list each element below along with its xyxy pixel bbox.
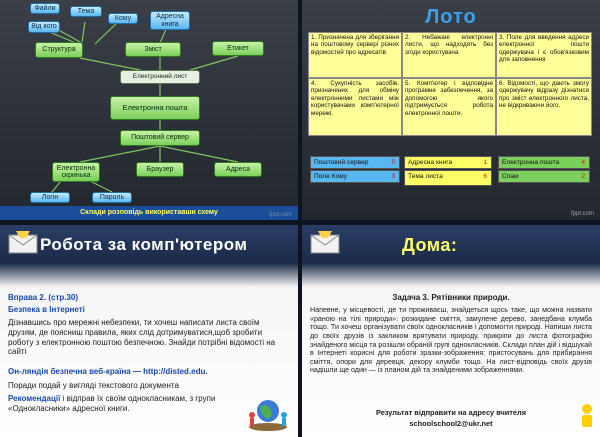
node-to: Кому: [108, 13, 138, 24]
slide-email-diagram[interactable]: Файли Тема Кому Адресна книга Від кого С…: [0, 0, 298, 220]
slide2-footer: fppt.com: [570, 211, 594, 217]
node-browser: Браузер: [136, 162, 184, 177]
slide-loto[interactable]: Лото 1. Призначена для зберігання на пош…: [302, 0, 600, 220]
slide1-footer: fppt.com: [268, 212, 292, 218]
teacher-email[interactable]: schoolschool2@ukr.net: [409, 419, 493, 428]
loto-cell-2: 2. Небажані електронні листи, що надходя…: [402, 32, 496, 78]
envelope-icon: [310, 231, 340, 254]
advice-text: Поради подай у вигляді текстового докуме…: [8, 381, 179, 390]
yellow-figure-icon: [582, 404, 592, 427]
envelope-icon: [8, 231, 38, 254]
node-email: Електронна пошта: [110, 96, 200, 120]
node-content: Зміст: [125, 42, 181, 57]
node-files: Файли: [30, 3, 60, 14]
recommendation-text: і відправ їх своїм однокласникам, з груп…: [8, 394, 216, 413]
node-structure: Структура: [35, 42, 83, 58]
node-email-letter: Електронний лист: [120, 70, 200, 84]
task-body: Напевне, у місцевості, де ти проживаєш, …: [310, 306, 592, 375]
exercise-label: Вправа 2. (стр.30): [8, 293, 79, 302]
task-title: Задача 3. Рятівники природи.: [392, 293, 510, 302]
slide3-title: Робота за комп'ютером: [40, 235, 248, 254]
recommendation: Рекомендації і відправ їх своїм одноклас…: [8, 394, 238, 414]
node-from: Від кого: [28, 21, 60, 33]
node-mail-server: Поштовий сервер: [120, 130, 200, 146]
node-password: Пароль: [92, 192, 132, 203]
exercise-body: Дізнавшись про мережні небезпеки, ти хоч…: [8, 318, 276, 357]
node-subject: Тема: [70, 6, 102, 17]
node-address: Адреса: [214, 162, 262, 177]
exercise-subtitle: Безпека в Інтернеті: [8, 305, 85, 314]
recommendation-label: Рекомендації: [8, 394, 61, 403]
slide-computer-work[interactable]: Робота за комп'ютером Вправа 2. (стр.30)…: [0, 225, 298, 437]
loto-cell-4: 4. Сукупність засобів, призначених для о…: [308, 78, 402, 136]
loto-cell-1: 1. Призначена для зберігання на поштовом…: [308, 32, 402, 78]
diagram-caption: Склади розповідь використавши схему: [0, 206, 298, 220]
loto-cell-6: 6. Відомості, що дають змогу одержувачу …: [496, 78, 592, 136]
loto-title: Лото: [425, 6, 477, 28]
globe-people-icon: [249, 400, 287, 431]
node-login: Логін: [30, 192, 70, 203]
slide-homework[interactable]: Дома: Задача 3. Рятівники природи. Напев…: [302, 225, 600, 437]
loto-cell-5: 5. Комп'ютер і відповідне програмне забе…: [402, 78, 496, 136]
safe-site-link[interactable]: Он-ляндія безпечна веб-країна — http://d…: [8, 367, 208, 376]
node-mailbox: Електронна скринька: [52, 162, 100, 182]
node-etiquette: Етикет: [212, 41, 264, 56]
slide4-title: Дома:: [402, 235, 458, 255]
loto-cell-3: 3. Поле для введення адреси електронної …: [496, 32, 592, 78]
diagram-connectors: [39, 19, 239, 193]
node-address-book: Адресна книга: [150, 11, 190, 30]
send-label: Результат відправити на адресу вчителя: [375, 408, 527, 417]
